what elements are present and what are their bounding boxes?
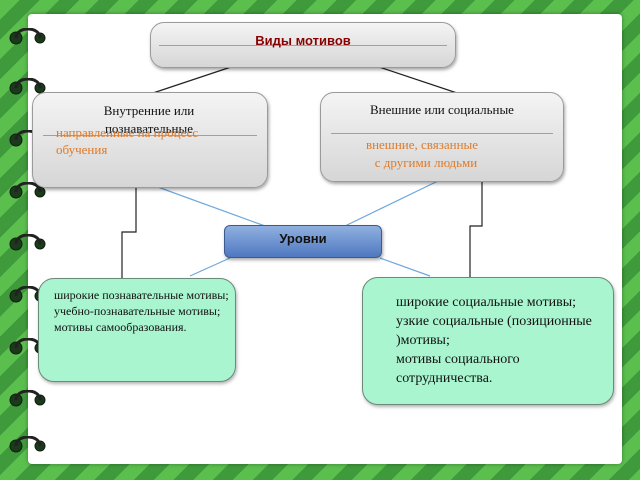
right-level-item: мотивы социального сотрудничества. <box>396 352 520 386</box>
connector-internal-left-box <box>121 188 137 280</box>
title-box <box>150 22 456 68</box>
levels-text: Уровни <box>279 231 327 246</box>
external-motives-description-line1: внешние, связанные <box>365 137 479 152</box>
left-level-item: учебно-познавательные мотивы; <box>54 304 221 318</box>
external-motives-heading: Внешние или социальные <box>370 102 514 117</box>
spiral-ring-icon <box>9 234 46 251</box>
external-motives-box <box>320 92 564 182</box>
right-level-item: узкие социальные (позиционные )мотивы; <box>396 314 592 348</box>
connector-external-right-box <box>469 182 483 278</box>
spiral-ring-icon <box>9 390 46 407</box>
connector-levels-right <box>379 257 431 277</box>
right-levels-list: широкие социальные мотивы; узкие социаль… <box>396 293 606 388</box>
spiral-ring-icon <box>9 182 46 199</box>
levels-box <box>224 225 382 258</box>
spiral-ring-icon <box>9 436 46 453</box>
left-levels-list: широкие познавательные мотивы; учебно-по… <box>54 287 234 335</box>
internal-motives-description: направленные на процесс обучения <box>56 125 199 157</box>
connector-title-internal <box>149 65 235 95</box>
title-text: Виды мотивов <box>255 33 351 48</box>
spiral-ring-icon <box>9 28 46 45</box>
connector-levels-left <box>189 257 231 277</box>
left-levels-box <box>38 278 236 382</box>
internal-motives-heading: Внутренние или познавательные <box>103 103 195 136</box>
right-levels-box <box>362 277 614 405</box>
internal-motives-box <box>32 92 268 188</box>
left-level-item: широкие познавательные мотивы; <box>54 288 229 302</box>
connector-internal-levels <box>154 185 266 227</box>
connector-external-levels <box>344 179 441 227</box>
spiral-ring-icon <box>9 78 46 95</box>
right-level-item: широкие социальные мотивы; <box>396 295 576 310</box>
connector-title-external <box>375 65 461 95</box>
external-motives-description-line2: с другими людьми <box>374 155 478 170</box>
left-level-item: мотивы самообразования. <box>54 320 187 334</box>
